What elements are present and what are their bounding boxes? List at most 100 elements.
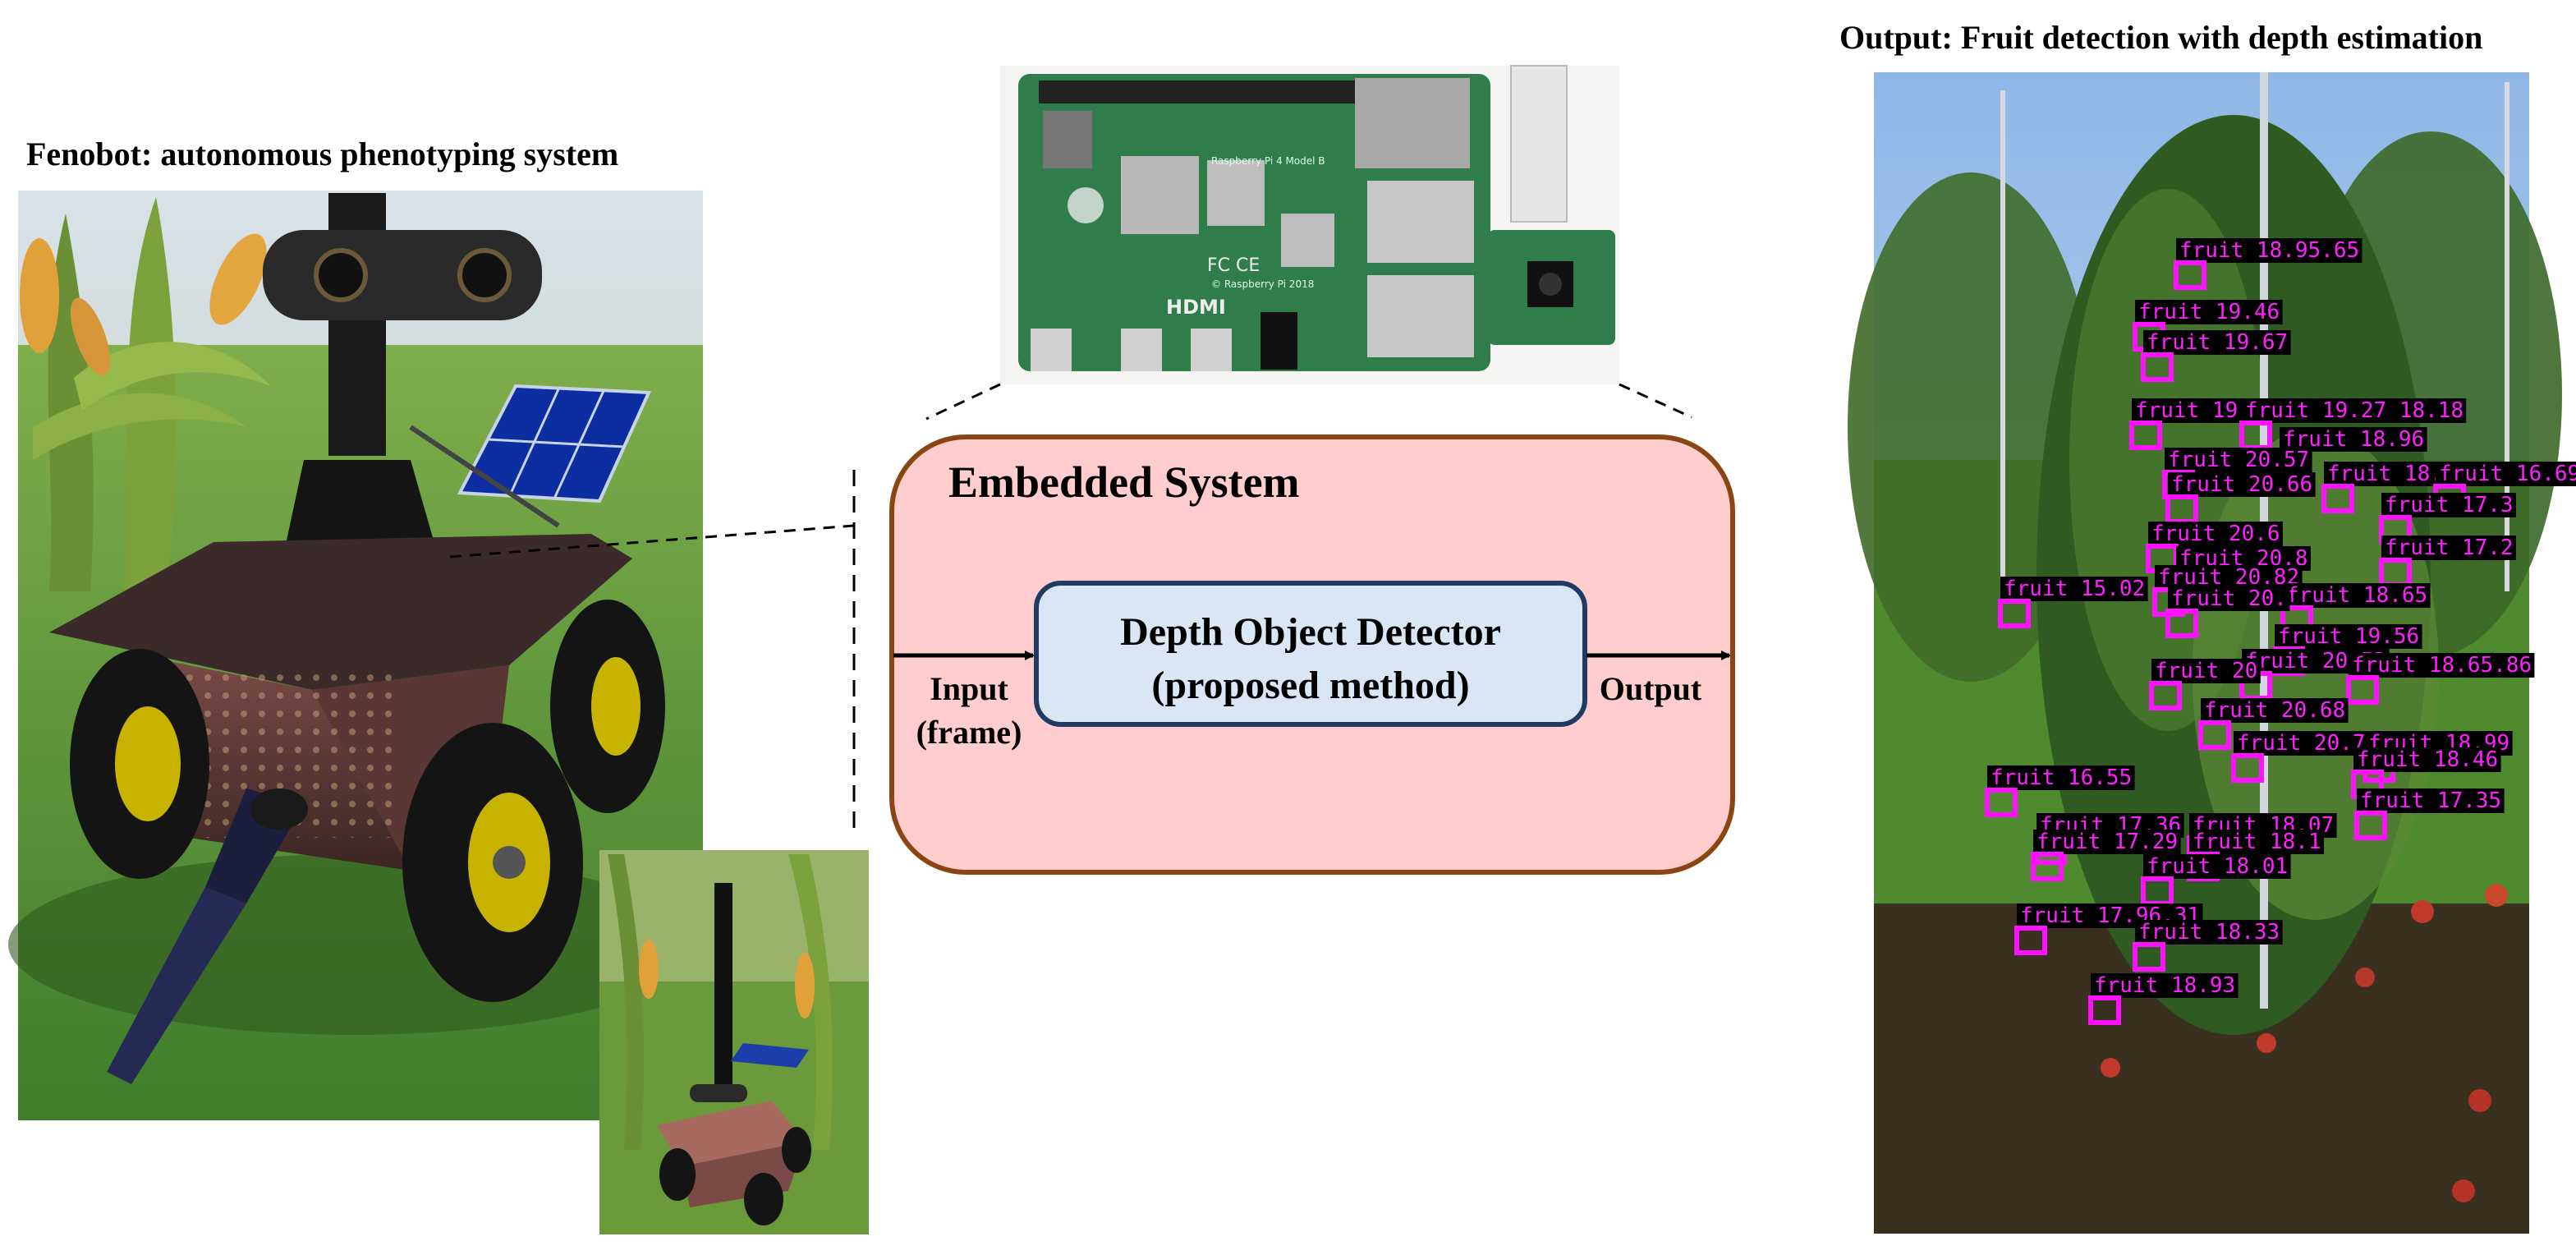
- fruit-bounding-box: [2354, 811, 2387, 840]
- fruit-bounding-box: [2014, 926, 2047, 955]
- fruit-bounding-box: [2231, 753, 2264, 783]
- fruit-detection: fruit 18.93: [2088, 973, 2239, 1025]
- stereo-camera: [263, 230, 542, 320]
- fruit-bounding-box: [2133, 942, 2165, 972]
- fruit-depth-label: fruit 16.55: [1991, 765, 2132, 790]
- fruit-label-background: [2168, 472, 2316, 497]
- fruit-detection: fruit 20.82: [2152, 565, 2303, 617]
- fruit-label-background: [2381, 536, 2516, 560]
- fruit-depth-label: fruit 15.02: [2004, 577, 2145, 601]
- fruit-detection: fruit 18.65.86: [2346, 653, 2535, 705]
- fruit-bounding-box: [2149, 681, 2182, 710]
- fruit-label-background: [2155, 565, 2303, 590]
- fruit-detection: fruit 19.56: [2272, 624, 2422, 676]
- fenobot-title: Fenobot: autonomous phenotyping system: [26, 136, 619, 172]
- fruit-label-background: [2436, 462, 2576, 486]
- fruit-detection: fruit 20: [2149, 659, 2261, 710]
- fruit-detection: fruit 16.69: [2433, 462, 2576, 513]
- board-connector-right: [1619, 383, 1692, 419]
- fruit-label-background: [2353, 747, 2501, 772]
- fruit-detection: fruit 18.01: [2141, 854, 2291, 906]
- fruit-depth-label: fruit 20.57: [2168, 448, 2309, 472]
- fruit-detection: fruit 18.95.65: [2174, 238, 2362, 290]
- fruit-bounding-box: [2031, 852, 2064, 881]
- fruit-bounding-box: [1998, 599, 2031, 628]
- fruit-depth-label: fruit 19.46: [2138, 300, 2280, 324]
- fruit-label-background: [1987, 765, 2135, 790]
- fruit-bounding-box: [2141, 352, 2174, 382]
- fruit-label-background: [2135, 300, 2283, 324]
- fruit-depth-label: fruit 20.6: [2151, 522, 2280, 546]
- fruit-label-background: [2349, 653, 2535, 678]
- fruit-bounding-box: [1985, 788, 2018, 817]
- detector-line-1: Depth Object Detector: [1120, 610, 1501, 654]
- fruit-depth-label: fruit 19.56: [2278, 624, 2419, 649]
- fruit-detection: fruit 19.67: [2141, 330, 2291, 382]
- solar-panel: [409, 384, 652, 528]
- fruit-label-background: [2091, 973, 2239, 998]
- fruit-detection: fruit 20.68: [2198, 698, 2349, 750]
- fruit-label-background: [2151, 659, 2261, 683]
- raspberry-pi-board: Raspberry Pi 4 Model B FC CE HDMI © Rasp…: [1000, 65, 1619, 384]
- fruit-bounding-box: [2129, 421, 2162, 450]
- robot-render: [8, 191, 703, 1120]
- fruit-detection: fruit 20.6: [2146, 522, 2283, 573]
- fruit-detection: fruit 15.02: [1998, 577, 2148, 628]
- fruit-label-background: [2000, 577, 2148, 601]
- fruit-bounding-box: [2088, 995, 2121, 1025]
- fruit-label-background: [2176, 238, 2362, 263]
- fruit-depth-label: fruit 18.65.86: [2352, 653, 2532, 678]
- robot-wheels: [70, 600, 665, 1002]
- fruit-bounding-box: [2198, 720, 2231, 750]
- detector-line-2: (proposed method): [1151, 664, 1469, 707]
- fruit-label-background: [2275, 624, 2422, 649]
- fruit-depth-label: fruit 20: [2155, 659, 2257, 683]
- fruit-depth-label: fruit 18.93: [2094, 973, 2235, 998]
- fruit-detection: fruit 17.29: [2031, 830, 2181, 881]
- corn-plants: [20, 197, 271, 624]
- fruit-depth-label: fruit 19.67: [2147, 330, 2288, 355]
- fruit-depth-label: fruit 18.33: [2138, 920, 2280, 945]
- board-model-text: Raspberry Pi 4 Model B: [1211, 155, 1325, 167]
- fruit-depth-label: fruit 20.66: [2171, 472, 2312, 497]
- fruit-detection: fruit 18.46: [2351, 747, 2501, 799]
- fruit-depth-label: fruit 18.65: [2286, 583, 2427, 608]
- output-title: Output: Fruit detection with depth estim…: [1839, 19, 2483, 56]
- fruit-depth-label: fruit 20.: [2171, 586, 2287, 611]
- robot-arm: [107, 788, 308, 1084]
- robot-inset-render: [599, 850, 869, 1234]
- fruit-label-background: [2135, 920, 2283, 945]
- fruit-bounding-box: [2321, 484, 2354, 513]
- fruit-bounding-box: [2174, 260, 2206, 290]
- input-frame-label: (frame): [916, 714, 1022, 751]
- fruit-depth-label: fruit 18.01: [2147, 854, 2288, 879]
- fruit-label-background: [2381, 493, 2516, 517]
- fruit-depth-label: fruit 17.29: [2036, 830, 2178, 854]
- embedded-system-title: Embedded System: [948, 457, 1300, 507]
- fruit-depth-label: fruit 20.82: [2158, 565, 2299, 590]
- fruit-label-background: [2168, 586, 2290, 611]
- fruit-label-background: [2242, 398, 2467, 423]
- fruit-detection: fruit 18.33: [2133, 920, 2283, 972]
- fruit-depth-label: fruit 17.2: [2385, 536, 2514, 560]
- fruit-label-background: [2201, 698, 2349, 723]
- fruit-label-background: [2165, 448, 2312, 472]
- fruit-label-background: [2033, 830, 2181, 854]
- fruit-detections: fruit 18.95.65 fruit 19.46 fruit 19.67 frui…: [1985, 238, 2576, 1025]
- fruit-label-background: [2283, 583, 2431, 608]
- fruit-bounding-box: [2165, 609, 2198, 638]
- input-label: Input: [930, 670, 1008, 707]
- fruit-detection: fruit 17.96.31: [2014, 903, 2203, 955]
- fruit-detection: fruit 17.3: [2379, 493, 2516, 545]
- fruit-label-background: [2357, 788, 2505, 813]
- fruit-detection: fruit 17.35: [2354, 788, 2505, 840]
- fruit-detection: fruit 18.65: [2280, 583, 2431, 635]
- fruit-depth-label: fruit 19.27 18.18: [2245, 398, 2464, 423]
- board-connector-left: [925, 383, 1001, 421]
- board-copyright-text: © Raspberry Pi 2018: [1211, 278, 1314, 290]
- fruit-depth-label: fruit 16.69: [2439, 462, 2576, 486]
- fruit-label-background: [2143, 330, 2291, 355]
- fruit-bounding-box: [2346, 675, 2379, 705]
- fruit-detection: fruit 20.57: [2162, 448, 2312, 499]
